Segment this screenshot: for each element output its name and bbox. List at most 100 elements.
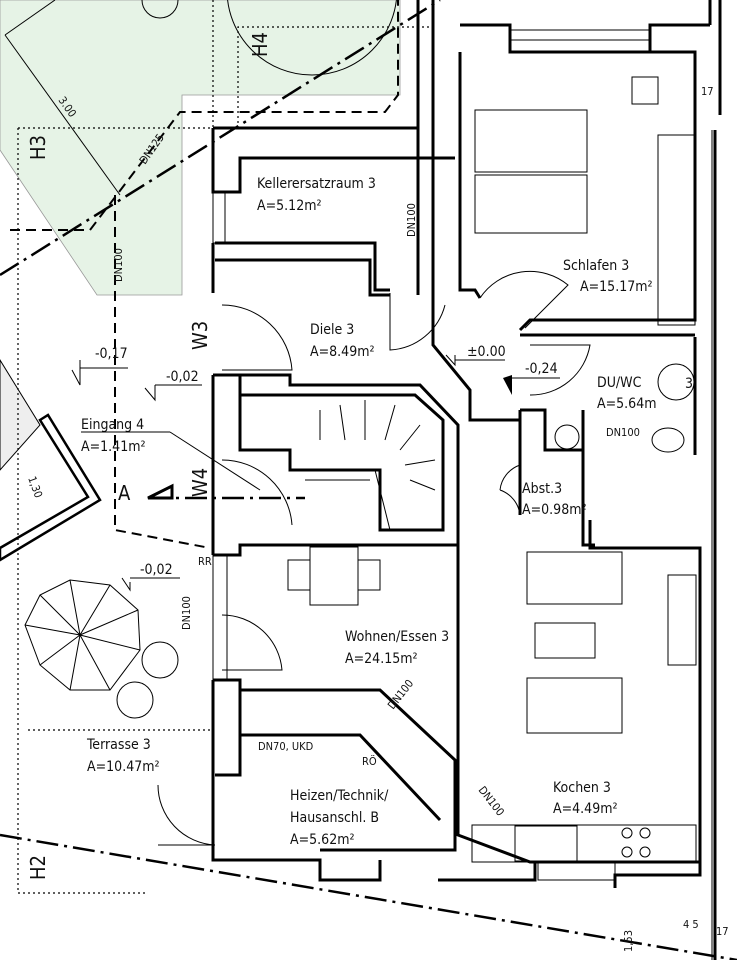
window [212,554,228,681]
room-name: Diele 3 [310,322,354,338]
exterior-wall [708,0,722,960]
door-swing [157,784,216,846]
neighbor-wall [0,413,102,562]
entrance-arrow [147,483,174,500]
pipe-label: RÖ [362,755,377,768]
room-name: Abst.3 [522,481,562,497]
chair [287,559,311,591]
room-area: A=15.17m² [580,279,653,295]
room-area: A=10.47m² [87,759,160,775]
room-name: Schlafen 3 [563,258,629,274]
cooktop [621,827,651,858]
exterior-wall [211,0,520,422]
room-area: A=0.98m² [522,502,587,518]
door-swing [389,293,446,351]
room-area: A=4.49m² [553,801,618,817]
shower-drain [657,363,695,401]
bed [474,109,588,173]
dimension: 4 5 [683,918,699,931]
window [212,191,226,244]
dimension: 1,30 [25,475,45,500]
room-name: DU/WC [597,375,642,391]
room-name: Hausanschl. B [290,810,379,826]
room-name: Kochen 3 [553,780,611,796]
room-area: A=8.49m² [310,344,375,360]
door-swing [221,459,293,526]
axis-line [0,833,737,960]
window [537,861,616,881]
sofa [526,551,623,605]
room-name: Wohnen/Essen 3 [345,629,449,645]
level-mark [121,577,180,592]
axis-line [0,0,441,277]
sideboard [667,574,697,666]
section-marker: A [118,481,131,505]
dimension: 17 [701,85,714,98]
bed [474,174,588,234]
washbasin [554,424,580,450]
pipe-label: RR [198,555,212,568]
level-value: ±0.00 [467,344,506,360]
sofa [526,677,623,734]
room-name: Terrasse 3 [86,737,151,753]
room-name: Eingang 4 [81,417,144,433]
level-value: -0,24 [525,361,558,377]
height-marker: H2 [26,855,50,880]
pipe-label: DN100 [385,677,416,712]
exterior-wall [438,520,702,888]
level-value: -0,17 [95,346,128,362]
room-area: A=5.64m [597,396,656,412]
exterior-wall [211,243,460,557]
coffee-table [534,622,596,659]
wardrobe [657,134,696,326]
dimension: 17 [716,925,729,938]
door-swing [221,614,283,671]
tree-canopy [227,0,397,76]
pipe-label: DN70, UKD [258,740,314,753]
door-swing [529,344,591,396]
room-name: Kellerersatzraum 3 [257,176,376,192]
door-swing [499,464,521,516]
table [309,546,359,606]
garden-area [0,0,401,296]
nightstand [631,76,659,105]
toilet [651,427,685,453]
level-value: -0,02 [166,369,199,385]
kitchen-counter [471,824,697,863]
pipe-label: DN100 [180,596,193,630]
level-mark [144,384,202,402]
pipe-label: DN100 [476,784,507,819]
level-value: -0,02 [140,562,173,578]
boundary-dotted [237,26,432,128]
pipe-line [10,0,399,231]
pipe-label: DN100 [112,248,125,282]
window-marker: W4 [188,468,212,497]
dimension: 1,53 [622,930,635,952]
stair [305,400,436,531]
door-swing [221,304,293,371]
neighbor-building [0,359,41,471]
level-mark [445,354,505,367]
room-area: A=5.12m² [257,198,322,214]
window [509,29,651,41]
dim-line [4,34,121,196]
room-area: A=5.62m² [290,832,355,848]
pipe-label: DN100 [606,426,640,439]
door-swing [479,270,569,329]
boundary-dotted [17,128,148,894]
shower-number: 3 [685,376,693,392]
height-marker: H3 [26,135,50,160]
sink [514,825,578,862]
level-mark [71,360,128,386]
pipe-label: DN100 [405,203,418,237]
room-area: A=24.15m² [345,651,418,667]
room-area: A=1.41m² [81,439,146,455]
room-name: Heizen/Technik/ [290,788,389,804]
dim-line [4,0,56,36]
window-marker: W3 [188,321,212,350]
height-marker: H4 [248,32,272,57]
chair [357,559,381,591]
leader-line [169,431,261,491]
